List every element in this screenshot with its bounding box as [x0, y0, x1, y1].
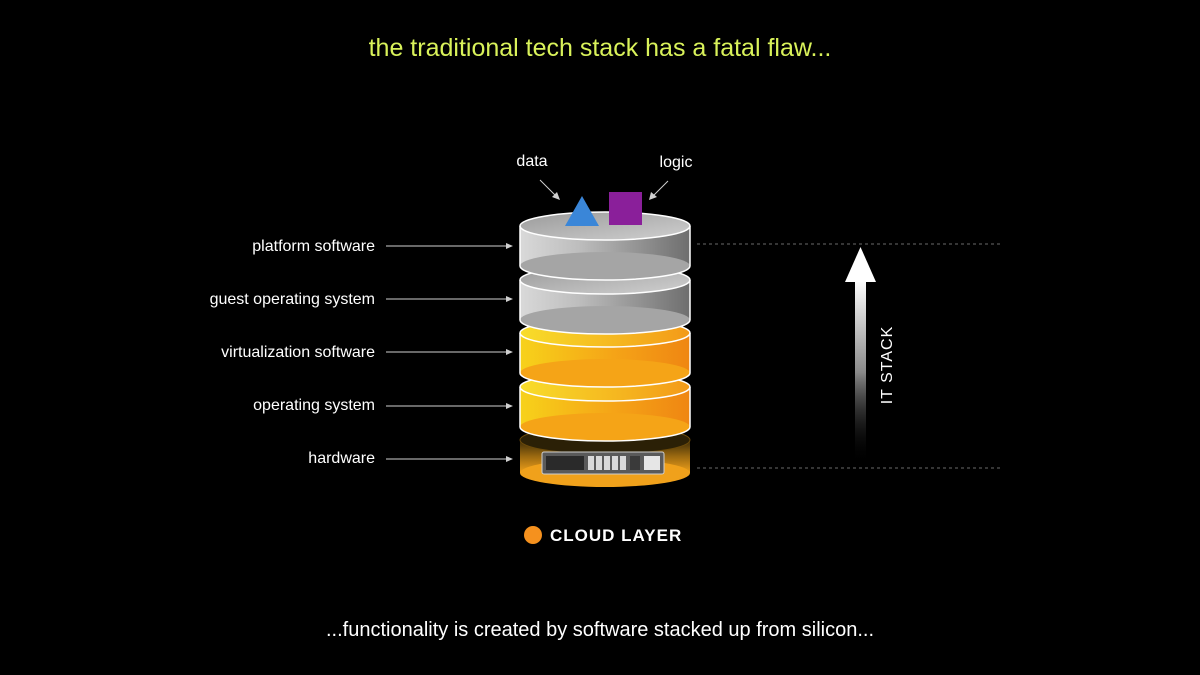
- server-icon: [541, 451, 665, 475]
- slide-title: the traditional tech stack has a fatal f…: [369, 34, 832, 62]
- data-pointer-arrowhead: [552, 192, 560, 200]
- layer-arrowhead-guest-operating-system: [506, 296, 513, 302]
- logic-square-icon: [609, 192, 642, 225]
- data-label: data: [516, 153, 547, 170]
- layer-label-guest-operating-system: guest operating system: [210, 291, 375, 308]
- layer-platform-software-cylinder: [519, 211, 691, 281]
- it-stack-arrow: [845, 247, 876, 464]
- layer-label-virtualization-software: virtualization software: [221, 344, 375, 361]
- data-pointer: [539, 179, 557, 197]
- layer-arrowhead-hardware: [506, 456, 513, 462]
- logic-pointer-arrowhead: [649, 192, 657, 200]
- data-triangle-icon: [565, 196, 599, 226]
- legend-label: CLOUD LAYER: [550, 526, 682, 545]
- layer-label-hardware: hardware: [308, 450, 375, 467]
- layer-arrowhead-operating-system: [506, 403, 513, 409]
- layer-label-platform-software: platform software: [252, 238, 375, 255]
- it-stack-label: IT STACK: [879, 326, 896, 405]
- legend-dot: [524, 526, 542, 544]
- layer-label-operating-system: operating system: [253, 397, 375, 414]
- logic-label: logic: [660, 154, 693, 171]
- slide-subtitle: ...functionality is created by software …: [326, 619, 874, 641]
- logic-pointer: [652, 180, 669, 197]
- layer-arrowhead-virtualization-software: [506, 349, 513, 355]
- layer-arrowhead-platform-software: [506, 243, 513, 249]
